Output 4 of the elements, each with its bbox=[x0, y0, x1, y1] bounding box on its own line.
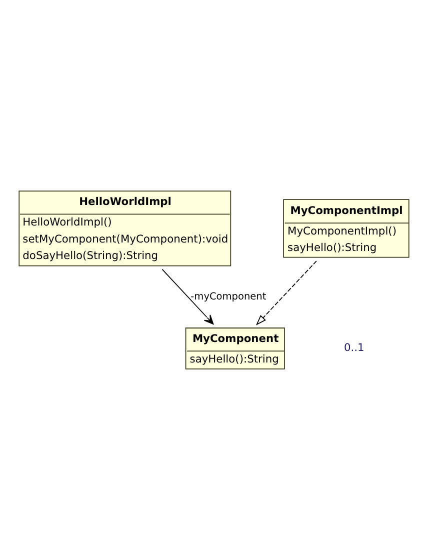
arrow bbox=[162, 268, 214, 325]
label: 0..1 bbox=[344, 341, 364, 354]
arrow bbox=[256, 260, 317, 326]
edge-label: -myComponent bbox=[190, 291, 266, 302]
